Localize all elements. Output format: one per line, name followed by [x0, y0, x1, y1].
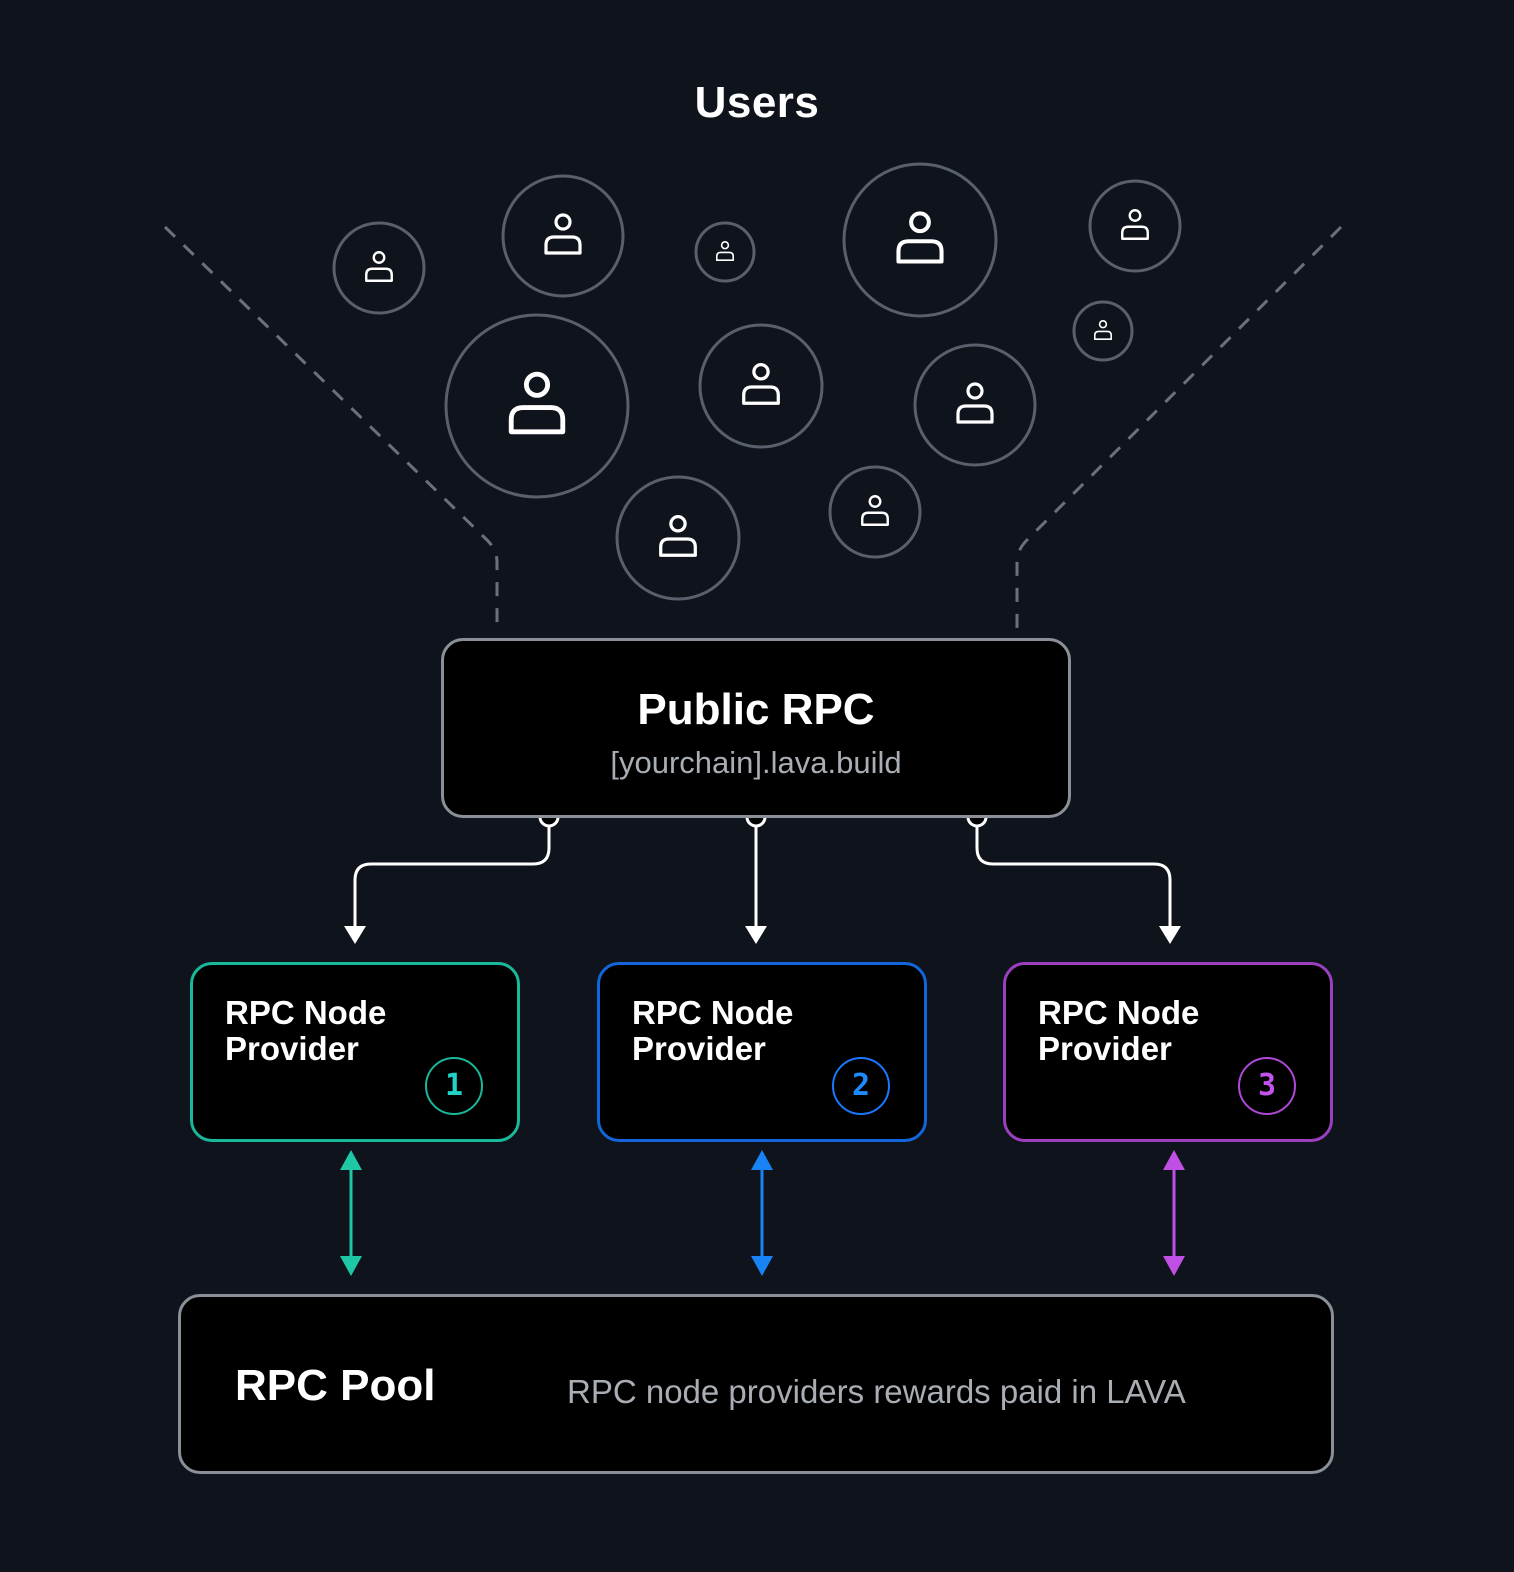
user-avatar: [694, 221, 756, 283]
public-rpc-title: Public RPC: [637, 685, 875, 734]
bidirectional-arrow-3: [1163, 1150, 1185, 1276]
user-avatar: [913, 343, 1037, 467]
user-avatar: [501, 174, 625, 298]
provider-number-badge: 3: [1238, 1057, 1296, 1115]
user-icon: [742, 363, 780, 405]
funnel-left-dashed-line: [163, 225, 499, 630]
public-rpc-box: Public RPC [yourchain].lava.build: [441, 638, 1071, 818]
provider-label: RPC Node Provider: [632, 994, 794, 1067]
user-avatar: [842, 162, 998, 318]
user-avatar: [698, 323, 824, 449]
provider-label: RPC Node Provider: [1038, 994, 1200, 1067]
bidirectional-arrow-2: [751, 1150, 773, 1276]
arrowhead-provider-3: [1159, 926, 1181, 944]
public-rpc-endpoint: [yourchain].lava.build: [610, 745, 902, 780]
provider-label: RPC Node Provider: [225, 994, 387, 1067]
user-avatar: [615, 475, 741, 601]
arrowhead-provider-2: [745, 926, 767, 944]
user-icon: [508, 371, 566, 435]
user-avatar-group: [332, 162, 1182, 601]
user-icon: [896, 211, 944, 264]
user-icon: [544, 213, 582, 255]
user-icon: [861, 495, 889, 526]
user-avatar: [1088, 179, 1182, 273]
user-avatar: [1072, 300, 1134, 362]
arrowhead-provider-1: [344, 926, 366, 944]
user-icon: [365, 251, 393, 282]
user-avatar: [332, 221, 426, 315]
connector-to-provider-3: [975, 826, 1172, 928]
rpc-node-provider-2: RPC Node Provider 2: [597, 962, 927, 1142]
funnel-right-dashed-line: [1015, 225, 1343, 630]
users-title: Users: [694, 78, 820, 127]
rpc-pool-box: RPC Pool RPC node providers rewards paid…: [178, 1294, 1334, 1474]
user-icon: [1121, 209, 1149, 240]
user-icon: [659, 515, 697, 557]
rpc-node-provider-3: RPC Node Provider 3: [1003, 962, 1333, 1142]
rpc-pool-title: RPC Pool: [235, 1361, 436, 1410]
rpc-node-provider-1: RPC Node Provider 1: [190, 962, 520, 1142]
rpc-pool-description: RPC node providers rewards paid in LAVA: [567, 1373, 1186, 1410]
user-icon: [1093, 320, 1113, 341]
user-icon: [956, 382, 994, 424]
user-avatar: [828, 465, 922, 559]
user-icon: [715, 241, 735, 262]
user-avatar: [444, 313, 630, 499]
provider-number-badge: 2: [832, 1057, 890, 1115]
bidirectional-arrow-1: [340, 1150, 362, 1276]
connector-to-provider-1: [353, 826, 551, 928]
provider-number-badge: 1: [425, 1057, 483, 1115]
